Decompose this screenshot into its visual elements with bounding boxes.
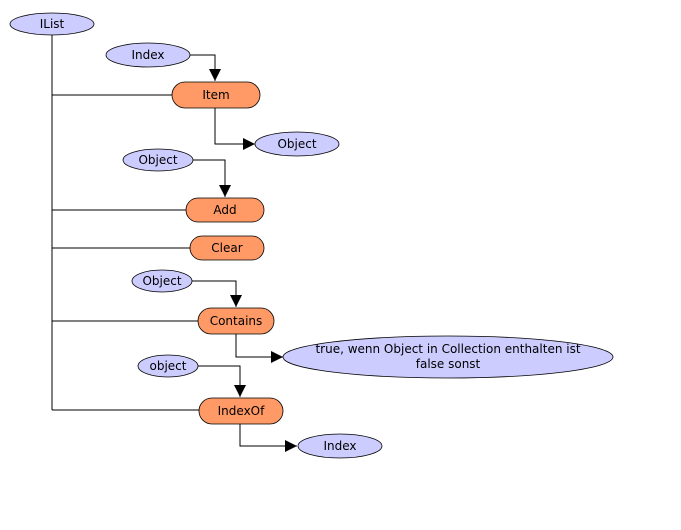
method-node-clear: Clear (189, 235, 265, 261)
method-node-item: Item (171, 81, 261, 109)
output-label-line1: true, wenn Object in Collection enthalte… (315, 342, 580, 356)
method-label: IndexOf (218, 404, 265, 418)
input-node-object-indexof: object (137, 354, 199, 378)
output-node-index: Index (297, 433, 383, 459)
method-label: Item (202, 88, 229, 102)
tree-connectors (51, 35, 199, 411)
input-node-object-add: Object (122, 148, 194, 172)
input-node-object-contains: Object (131, 269, 193, 293)
output-label: Object (277, 137, 316, 151)
root-label: IList (40, 17, 65, 31)
method-node-indexof: IndexOf (198, 397, 284, 425)
input-label: Index (131, 48, 164, 62)
output-label-line2: false sonst (416, 357, 481, 371)
method-node-contains: Contains (197, 307, 275, 335)
root-node-ilist: IList (9, 12, 95, 36)
input-label: Object (138, 153, 177, 167)
method-node-add: Add (185, 197, 265, 223)
input-node-index: Index (105, 42, 191, 68)
input-label: Object (142, 274, 181, 288)
method-label: Clear (211, 241, 242, 255)
arrow-object-to-add (193, 159, 231, 197)
arrow-contains-to-result (235, 334, 283, 363)
arrow-index-to-item (190, 54, 221, 81)
input-label: object (150, 359, 187, 373)
arrow-object-to-indexof (198, 365, 246, 397)
output-label: Index (323, 439, 356, 453)
arrow-indexof-to-index (239, 423, 297, 452)
output-node-object: Object (254, 131, 340, 157)
arrow-item-to-object (214, 108, 255, 150)
arrow-object-to-contains (192, 280, 242, 307)
method-label: Add (213, 203, 236, 217)
arrows (190, 54, 297, 452)
method-label: Contains (210, 314, 263, 328)
output-node-contains-result: true, wenn Object in Collection enthalte… (282, 335, 614, 379)
